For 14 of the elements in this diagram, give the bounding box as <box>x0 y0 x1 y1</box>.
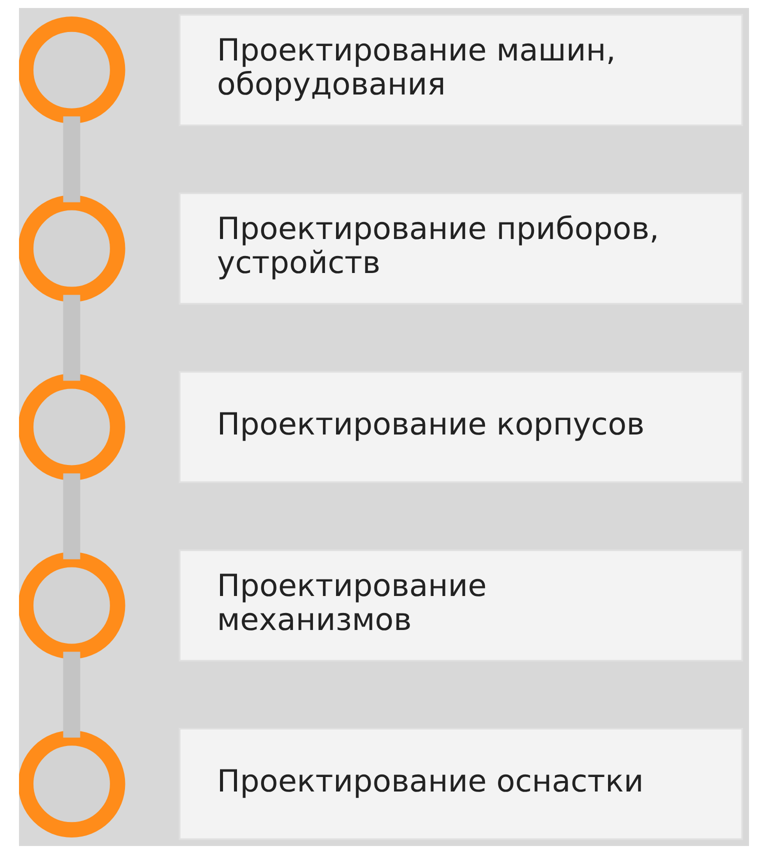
connector <box>63 116 80 202</box>
node-box: Проектирование приборов, устройств <box>178 192 744 305</box>
node-box: Проектирование корпусов <box>178 370 744 484</box>
node-box: Проектирование механизмов <box>178 549 744 662</box>
connector <box>63 473 80 560</box>
node-circle <box>19 552 126 659</box>
node-box: Проектирование машин, оборудования <box>178 14 744 126</box>
node-circle <box>19 195 126 302</box>
connector <box>63 652 80 738</box>
node-circle <box>19 730 126 838</box>
node-circle <box>19 16 126 124</box>
node-circle <box>19 373 126 481</box>
node-box: Проектирование оснастки <box>178 728 744 840</box>
connector <box>63 294 80 381</box>
